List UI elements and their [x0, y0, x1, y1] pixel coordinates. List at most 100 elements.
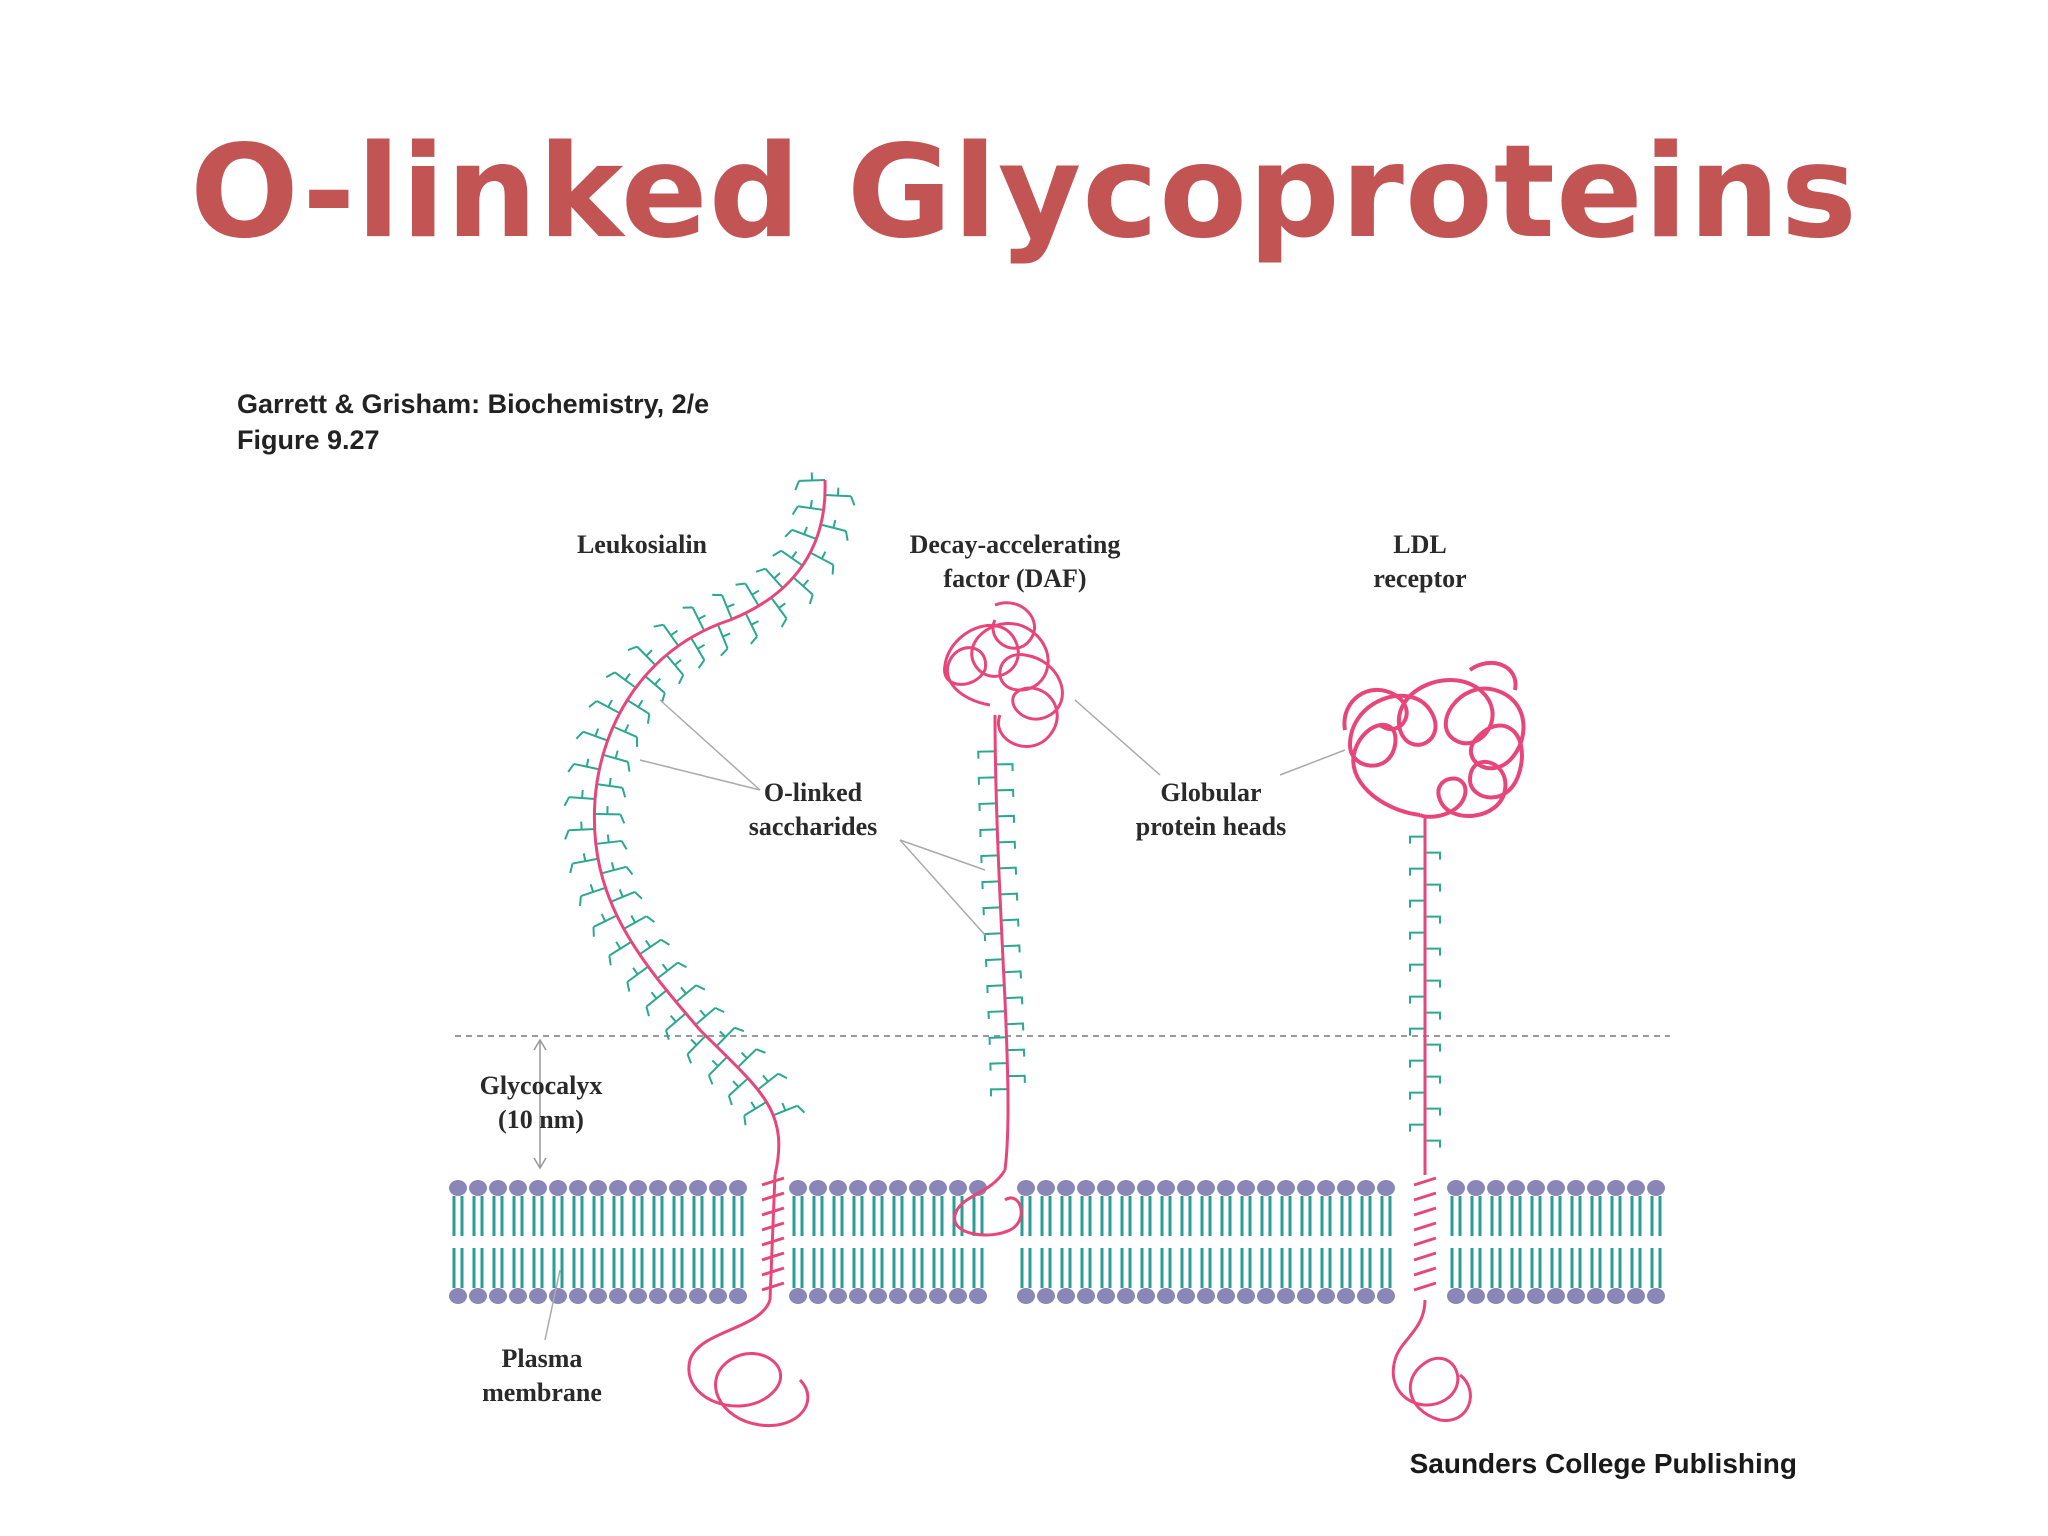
saccharide-chain	[1425, 1075, 1441, 1084]
lipid-head	[1077, 1288, 1095, 1304]
saccharide-chain	[1007, 1074, 1026, 1083]
saccharide-chain	[784, 526, 817, 540]
saccharide-chain	[690, 637, 706, 669]
slide-title: O-linked Glycoproteins	[190, 118, 1858, 267]
saccharide-chain	[995, 763, 1014, 772]
saccharide-chain	[707, 1056, 728, 1085]
label-olinked-line2: saccharides	[749, 812, 878, 841]
ldl-globular-head	[1342, 660, 1526, 819]
saccharide-chain	[563, 789, 596, 807]
label-olinked-line1: O-linked	[764, 778, 863, 807]
lipid-head	[609, 1180, 627, 1196]
saccharide-chain	[987, 1010, 1006, 1019]
saccharide-chain	[977, 776, 996, 785]
lipid-head	[1137, 1180, 1155, 1196]
saccharide-chain	[627, 645, 657, 666]
lipid-head	[1217, 1180, 1235, 1196]
saccharide-chain	[1409, 1059, 1425, 1068]
lipid-head	[1177, 1180, 1195, 1196]
figure-source-line2: Figure 9.27	[237, 425, 380, 455]
saccharide-chain	[1409, 963, 1425, 972]
lipid-head	[1057, 1288, 1075, 1304]
saccharide-chain	[602, 750, 631, 772]
lipid-head	[1377, 1288, 1395, 1304]
saccharide-chain	[656, 961, 687, 980]
lipid-head	[849, 1288, 867, 1304]
saccharide-chain	[983, 932, 1002, 942]
lipid-head	[1567, 1288, 1585, 1304]
saccharide-chain	[737, 1048, 766, 1069]
saccharide-chain	[569, 853, 599, 874]
lipid-head	[1137, 1288, 1155, 1304]
lipid-head	[1447, 1180, 1465, 1196]
saccharide-chain	[1003, 970, 1022, 979]
ldl-stalk	[1391, 815, 1472, 1422]
lipid-head	[1607, 1288, 1625, 1304]
saccharide-chain	[665, 1012, 687, 1040]
leukosialin-saccharides	[563, 472, 856, 1126]
label-globular-line2: protein heads	[1136, 812, 1287, 841]
saccharide-chain	[608, 940, 632, 966]
lipid-head	[849, 1180, 867, 1196]
saccharide-chain	[772, 1102, 806, 1117]
lipid-head	[1467, 1288, 1485, 1304]
lipid-head	[1357, 1180, 1375, 1196]
lipid-head	[909, 1288, 927, 1304]
lipid-head	[549, 1288, 567, 1304]
ldl-transmembrane-helix	[1413, 1176, 1437, 1292]
lipid-head	[829, 1288, 847, 1304]
lipid-head	[1337, 1288, 1355, 1304]
lipid-head	[1337, 1180, 1355, 1196]
label-ldl-line1: LDL	[1393, 530, 1446, 559]
lipid-head	[1077, 1180, 1095, 1196]
lipid-head	[1527, 1180, 1545, 1196]
saccharide-chain	[1409, 867, 1425, 876]
saccharide-chain	[675, 984, 706, 1003]
saccharide-chain	[1409, 1027, 1425, 1036]
lipid-head	[1237, 1288, 1255, 1304]
saccharide-chain	[610, 889, 643, 903]
lipid-head	[1097, 1180, 1115, 1196]
leukosialin-protein	[592, 479, 827, 1428]
lipid-head	[1297, 1180, 1315, 1196]
label-glycocalyx-line2: (10 nm)	[498, 1105, 584, 1134]
lipid-head	[729, 1180, 747, 1196]
saccharide-chain	[743, 1101, 767, 1126]
saccharide-chain	[605, 671, 637, 689]
saccharide-chain	[1409, 995, 1425, 1004]
lipid-head	[589, 1288, 607, 1304]
lipid-head	[689, 1180, 707, 1196]
saccharide-chain	[744, 612, 759, 645]
saccharide-chain	[653, 623, 680, 647]
saccharide-chain	[578, 884, 606, 906]
saccharide-chain	[623, 915, 655, 930]
lipid-head	[1157, 1288, 1175, 1304]
lipid-head	[929, 1180, 947, 1196]
lipid-head	[1317, 1288, 1335, 1304]
saccharide-chain	[1425, 1139, 1441, 1148]
saccharide-chain	[694, 1006, 725, 1026]
lipid-head	[1647, 1180, 1665, 1196]
lipid-head	[1487, 1288, 1505, 1304]
saccharide-chain	[772, 549, 804, 567]
lipid-head	[1627, 1180, 1645, 1196]
lipid-head	[929, 1288, 947, 1304]
saccharide-chain	[592, 913, 618, 937]
saccharide-chain	[1001, 918, 1020, 927]
saccharide-chain	[1409, 1091, 1425, 1100]
saccharide-chain	[1005, 1022, 1025, 1031]
lipid-head	[1037, 1288, 1055, 1304]
lipid-head	[1277, 1180, 1295, 1196]
saccharide-chain	[794, 472, 826, 491]
saccharide-chain	[986, 984, 1005, 994]
saccharide-chain	[1409, 899, 1425, 908]
lipid-head	[1587, 1288, 1605, 1304]
lipid-head	[589, 1180, 607, 1196]
lipid-head	[1547, 1180, 1565, 1196]
lipid-head	[509, 1180, 527, 1196]
lipid-head	[829, 1180, 847, 1196]
lipid-head	[1447, 1288, 1465, 1304]
lipid-head	[1377, 1180, 1395, 1196]
saccharide-chain	[712, 593, 735, 620]
